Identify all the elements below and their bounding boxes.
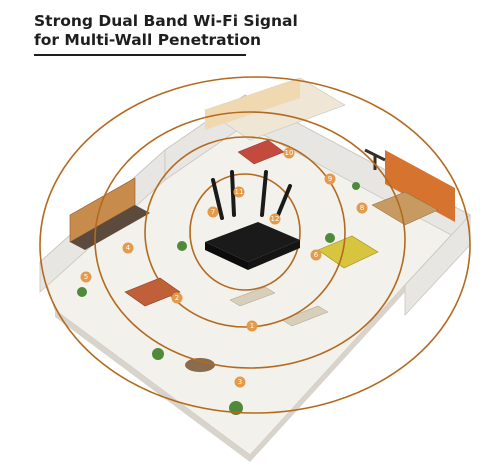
room-marker-7: 7 bbox=[207, 206, 219, 218]
room-marker-1: 1 bbox=[246, 320, 258, 332]
svg-text:11: 11 bbox=[235, 188, 244, 196]
svg-text:6: 6 bbox=[314, 251, 319, 259]
headline-underline bbox=[34, 54, 246, 56]
svg-text:2: 2 bbox=[175, 294, 179, 302]
room-marker-2: 2 bbox=[171, 292, 183, 304]
headline-line-1: Strong Dual Band Wi-Fi Signal bbox=[34, 12, 298, 30]
room-marker-3: 3 bbox=[234, 376, 246, 388]
wifi-router-icon bbox=[205, 170, 300, 270]
right-bedroom-accent-wall bbox=[385, 150, 455, 222]
room-marker-10: 10 bbox=[283, 147, 295, 159]
room-marker-4: 4 bbox=[122, 242, 134, 254]
svg-text:10: 10 bbox=[285, 149, 294, 157]
room-marker-12: 12 bbox=[269, 213, 281, 225]
sofa-left bbox=[229, 286, 276, 307]
room-marker-9: 9 bbox=[324, 173, 336, 185]
svg-text:8: 8 bbox=[360, 204, 364, 212]
svg-text:4: 4 bbox=[126, 244, 131, 252]
dining-table bbox=[124, 277, 181, 307]
upper-bedroom-wall bbox=[205, 78, 300, 130]
room-markers: 1 2 3 4 5 6 7 8 9 10 11 12 bbox=[80, 147, 368, 388]
room-marker-5: 5 bbox=[80, 271, 92, 283]
room-marker-6: 6 bbox=[310, 249, 322, 261]
bed-middle bbox=[317, 235, 379, 269]
room-marker-8: 8 bbox=[356, 202, 368, 214]
signal-rings bbox=[39, 76, 471, 414]
svg-text:5: 5 bbox=[84, 273, 88, 281]
sofa-right bbox=[281, 305, 329, 327]
svg-text:7: 7 bbox=[211, 208, 215, 216]
patio-table bbox=[185, 358, 215, 372]
svg-text:1: 1 bbox=[250, 322, 254, 330]
room-marker-11: 11 bbox=[233, 186, 245, 198]
svg-text:9: 9 bbox=[328, 175, 332, 183]
bed-right bbox=[371, 191, 439, 226]
headline: Strong Dual Band Wi-Fi Signal for Multi-… bbox=[34, 12, 334, 56]
plants bbox=[77, 182, 360, 415]
svg-text:3: 3 bbox=[238, 378, 242, 386]
headline-line-2: for Multi-Wall Penetration bbox=[34, 31, 262, 49]
svg-text:12: 12 bbox=[271, 215, 280, 223]
kitchen-counter bbox=[70, 205, 150, 250]
